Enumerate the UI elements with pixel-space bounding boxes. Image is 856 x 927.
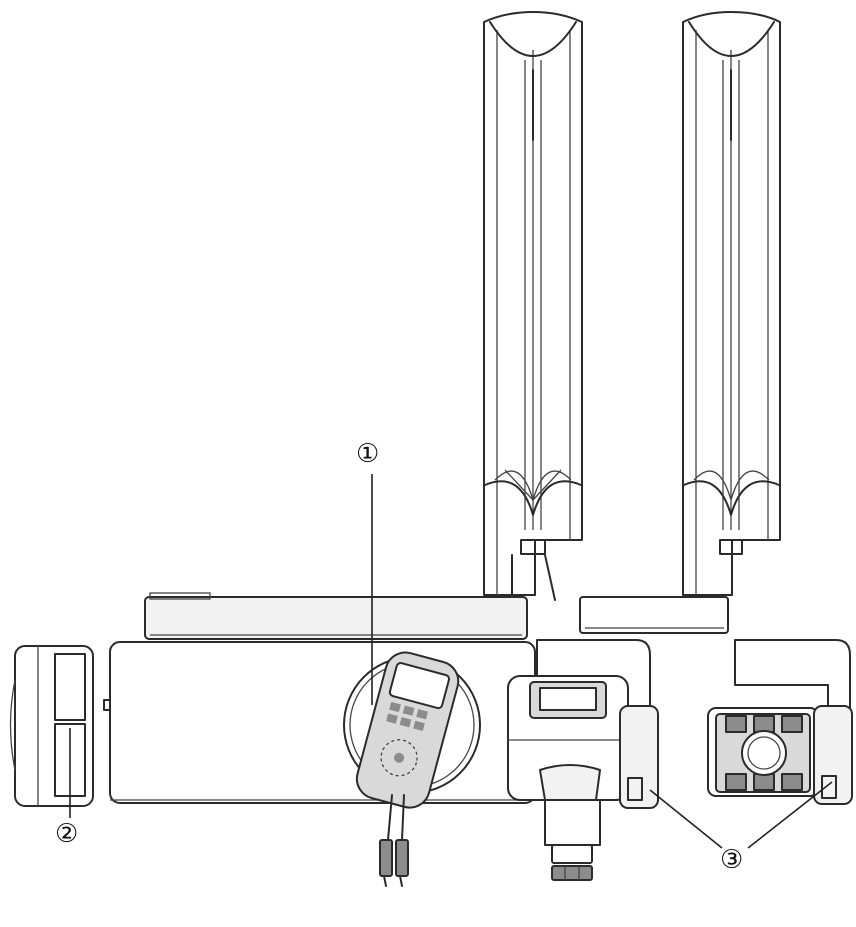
callout-1: ① [356,439,379,705]
tube-head-right [707,639,853,805]
controller-buttons [380,701,428,777]
tube-head-left [507,639,659,881]
wall-plate [9,645,94,807]
left-column [483,11,583,601]
callout-2-label: ② [55,819,78,849]
callout-3: ③ [649,781,833,875]
callout-2: ② [55,728,78,849]
handheld-controller [343,651,481,887]
callout-1-label: ① [356,439,379,469]
scissor-arm [144,592,729,640]
callout-3-label: ③ [720,845,743,875]
right-column [682,11,781,596]
